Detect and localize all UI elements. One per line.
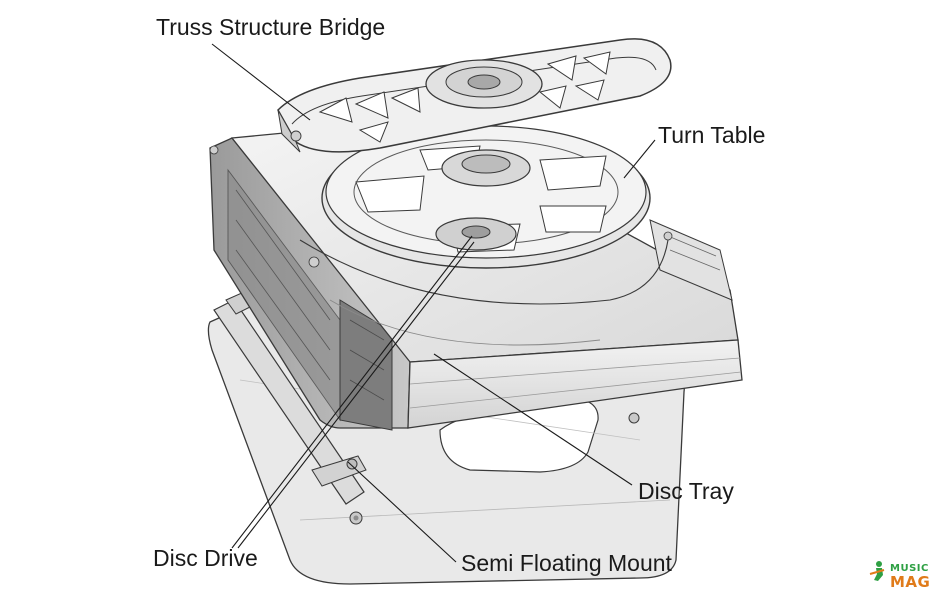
drive-side-wall (209, 137, 411, 431)
truss-bridge (277, 38, 672, 153)
label-disc-tray: Disc Tray (638, 478, 734, 504)
watermark-logo: MUSIC MAG (868, 556, 938, 590)
label-disc-drive: Disc Drive (153, 545, 258, 571)
turn-table (321, 125, 651, 269)
watermark-text: MUSIC MAG (890, 558, 930, 590)
leader-disc-drive-1 (231, 235, 473, 549)
label-semi-floating-mount: Semi Floating Mount (461, 550, 672, 576)
leader-turn-table (623, 139, 656, 179)
label-truss-structure-bridge: Truss Structure Bridge (156, 14, 386, 40)
watermark-line1: MUSIC (890, 563, 929, 574)
leader-disc-drive-2 (237, 241, 475, 549)
watermark-line2: MAG (890, 573, 931, 591)
label-turn-table: Turn Table (658, 122, 766, 148)
leader-lines (211, 43, 656, 563)
guitarist-icon (869, 561, 885, 581)
leader-disc-tray (433, 353, 633, 486)
leader-truss (211, 43, 311, 121)
leader-semi-floating (347, 461, 457, 563)
